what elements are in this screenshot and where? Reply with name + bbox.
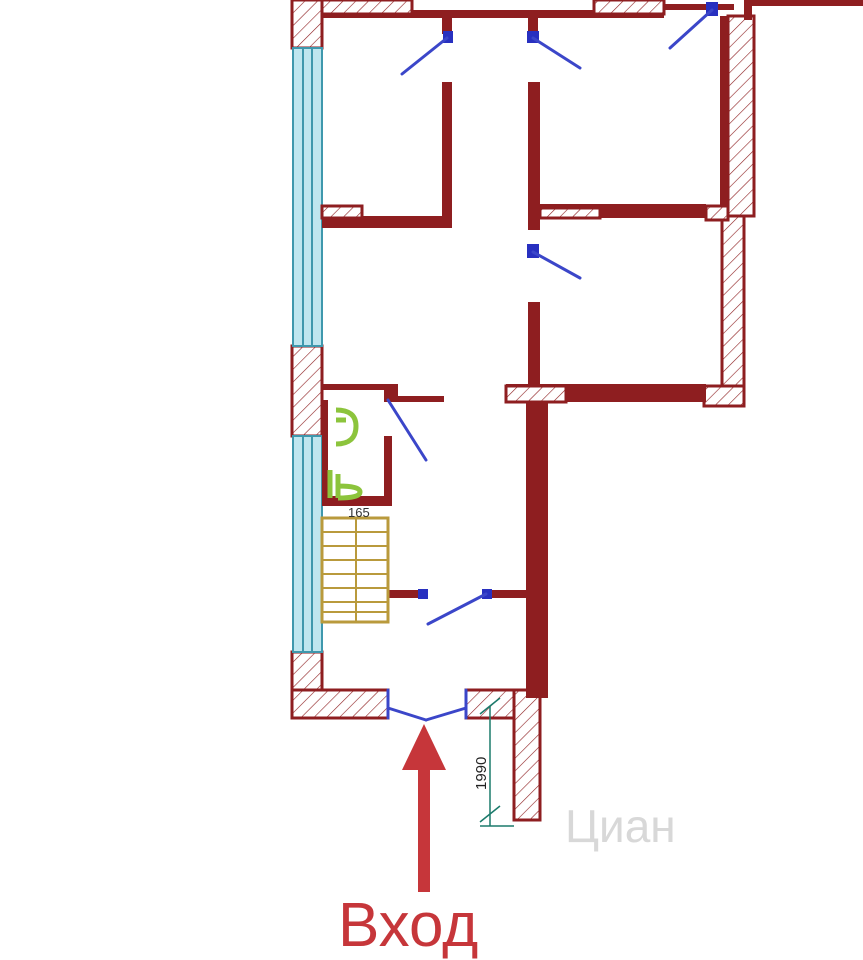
watermark: Циан — [565, 800, 676, 852]
entrance-label: Вход — [338, 891, 478, 960]
right-exterior-wall — [702, 0, 756, 408]
entry-dimension-label: 1990 — [473, 757, 490, 790]
door-top-center — [527, 31, 582, 70]
sink-icon — [327, 470, 363, 501]
doors — [386, 2, 718, 722]
arrow-up-icon — [402, 724, 446, 892]
staircase — [320, 516, 390, 624]
door-stairs — [418, 589, 428, 599]
top-exterior-wall — [320, 0, 863, 18]
door-lower-center — [426, 589, 492, 626]
door-top-right — [668, 2, 718, 50]
left-window-top — [292, 47, 323, 347]
entry-dimension — [479, 697, 514, 827]
door-top-left — [400, 31, 453, 76]
door-middle-right — [527, 244, 582, 280]
door-bathroom — [386, 398, 428, 462]
entrance-double-door — [386, 688, 468, 722]
toilet-icon — [335, 407, 359, 447]
stair-dimension-label: 165 — [348, 505, 370, 520]
left-exterior-wall — [290, 0, 390, 720]
interior-walls — [320, 16, 730, 822]
left-window-bottom — [292, 435, 323, 653]
